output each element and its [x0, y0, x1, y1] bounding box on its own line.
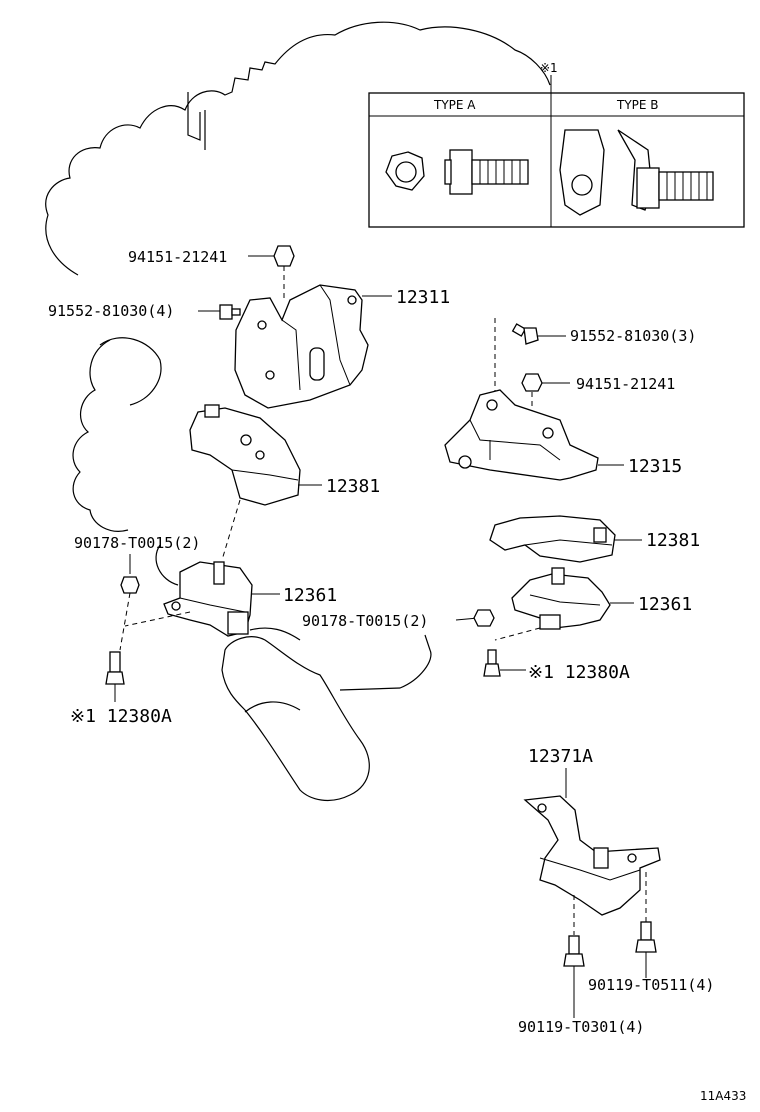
label-90119-T0511: 90119-T0511(4): [588, 976, 714, 994]
label-12381-right: 12381: [646, 530, 700, 551]
label-90178-T0015-left: 90178-T0015(2): [74, 534, 200, 552]
label-12361-right: 12361: [638, 594, 692, 615]
label-94151-21241-left: 94151-21241: [128, 248, 227, 266]
mount-12361-left: [163, 561, 253, 637]
type-b-header: TYPE B: [616, 98, 659, 112]
nut-94151-right: [521, 373, 543, 392]
type-a-bolt-icon: [385, 149, 529, 195]
label-12371A: 12371A: [528, 746, 593, 767]
bracket-12311: [234, 284, 369, 409]
insulator-12381-right: [489, 515, 616, 563]
bolt-12380A-right: [483, 649, 501, 677]
nut-94151-left: [273, 245, 295, 300]
insulator-12381-left: [189, 404, 301, 506]
bolt-90119-T0511: [635, 921, 657, 953]
label-12361-left: 12361: [283, 585, 337, 606]
label-12380A-right: ※1 12380A: [528, 662, 630, 683]
mount-12361-right: [511, 567, 611, 630]
label-12381-left: 12381: [326, 476, 380, 497]
label-94151-21241-right: 94151-21241: [576, 375, 675, 393]
label-12315: 12315: [628, 456, 682, 477]
label-12380A-left: ※1 12380A: [70, 706, 172, 727]
engine-outline: [45, 21, 551, 802]
label-12311: 12311: [396, 287, 450, 308]
label-90178-T0015-right: 90178-T0015(2): [302, 612, 428, 630]
nut-90178-right: [473, 609, 495, 627]
label-91552-81030-right: 91552-81030(3): [570, 327, 696, 345]
bolt-91552-right: [511, 323, 539, 345]
type-b-bolt-icon: [559, 129, 714, 216]
label-91552-81030-left: 91552-81030(4): [48, 302, 174, 320]
crossmember-12371A: [523, 795, 661, 916]
diagram-code: 11A433: [700, 1089, 746, 1103]
bolt-90119-T0301: [563, 935, 585, 967]
bolt-91552-left: [219, 304, 241, 320]
type-a-header: TYPE A: [433, 98, 476, 112]
note-mark-label: ※1: [540, 61, 558, 75]
bolt-12380A-left: [105, 651, 125, 685]
nut-90178-left: [120, 576, 140, 594]
type-table: ※1 TYPE A TYPE B: [368, 61, 745, 228]
label-90119-T0301: 90119-T0301(4): [518, 1018, 644, 1036]
bracket-12315: [444, 389, 599, 481]
